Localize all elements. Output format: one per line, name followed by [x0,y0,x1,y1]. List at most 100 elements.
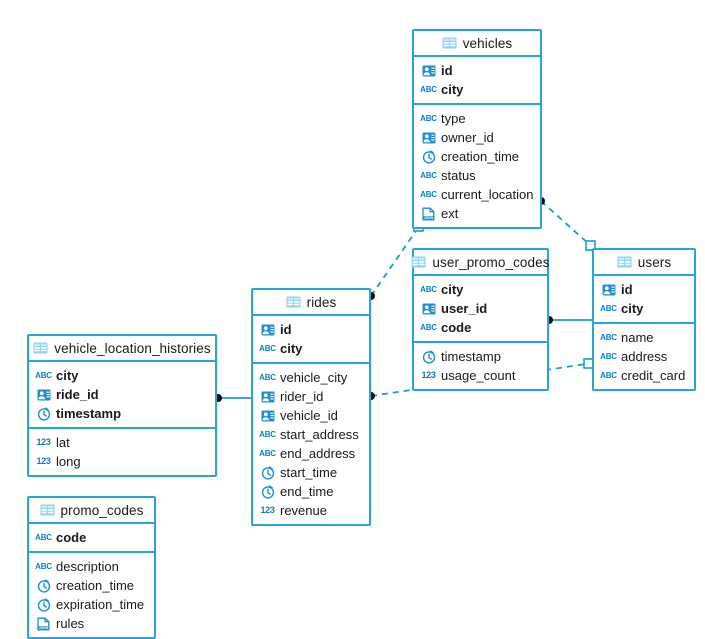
abc-icon: ABC [600,303,617,313]
field-label: creation_time [441,149,520,164]
table-title: vehicles [462,35,513,51]
abc-icon: ABC [420,284,437,294]
clock-icon [421,349,436,364]
table-icon [442,36,457,50]
field-row[interactable]: creation_time [414,147,540,166]
field-label: timestamp [56,406,122,421]
field-row[interactable]: ABC name [594,328,694,347]
field-row[interactable]: id [594,280,694,299]
field-label: expiration_time [56,597,145,612]
field-label: timestamp [441,349,501,364]
table-icon [40,503,55,517]
id-badge-icon [421,64,436,78]
clock-icon [36,597,51,612]
field-row[interactable]: start_time [253,463,369,482]
relationship-user-promo-codes-to-users[interactable] [545,316,592,324]
field-label: revenue [280,503,327,518]
field-label: current_location [441,187,534,202]
field-row[interactable]: end_time [253,482,369,501]
field-label: creation_time [56,578,135,593]
table-icon [411,255,426,269]
field-label: lat [56,435,70,450]
field-row[interactable]: ABC city [29,366,215,385]
id-badge-icon [260,409,275,423]
abc-icon: ABC [35,532,52,542]
field-row[interactable]: id [253,320,369,339]
field-row[interactable]: owner_id [414,128,540,147]
field-label: type [441,111,466,126]
field-row[interactable]: ABC current_location [414,185,540,204]
field-row[interactable]: rider_id [253,387,369,406]
field-label: start_time [280,465,338,480]
table-title: vehicle_location_histories [54,340,211,356]
field-row[interactable]: id [414,61,540,80]
table-header-rides[interactable]: rides [253,290,369,316]
field-label: user_id [441,301,488,316]
field-row[interactable]: timestamp [414,347,547,366]
table-header-promo_codes[interactable]: promo_codes [29,498,154,524]
field-row[interactable]: vehicle_id [253,406,369,425]
clock-icon [36,578,51,593]
field-label: city [280,341,303,356]
abc-icon: ABC [420,189,437,199]
relationship-vehicle-location-histories-to-rides[interactable] [214,394,251,402]
table-header-users[interactable]: users [594,250,694,276]
field-row[interactable]: ABC city [594,299,694,318]
relationship-line [540,200,591,246]
table-title: users [637,254,672,270]
abc-icon: ABC [600,370,617,380]
field-label: end_address [280,446,356,461]
table-header-vehicle_location_histories[interactable]: vehicle_location_histories [29,336,215,362]
field-label: id [621,282,633,297]
relationship-vehicles-to-users[interactable] [537,197,596,251]
abc-icon: ABC [259,429,276,439]
field-row[interactable]: creation_time [29,576,154,595]
field-label: name [621,330,654,345]
field-row[interactable]: ride_id [29,385,215,404]
field-row[interactable]: timestamp [29,404,215,423]
field-label: city [621,301,644,316]
clock-icon [260,465,275,480]
abc-icon: ABC [35,370,52,380]
field-label: end_time [280,484,334,499]
field-row[interactable]: expiration_time [29,595,154,614]
table-header-user_promo_codes[interactable]: user_promo_codes [411,250,549,276]
table-header-vehicles[interactable]: vehicles [414,31,540,57]
field-label: city [56,368,79,383]
id-badge-icon [601,283,616,297]
abc-icon: ABC [600,332,617,342]
clock-icon [36,406,51,421]
abc-icon: ABC [35,561,52,571]
field-row[interactable]: user_id [414,299,547,318]
field-row[interactable]: ABC credit_card [594,366,694,385]
field-label: credit_card [621,368,686,383]
